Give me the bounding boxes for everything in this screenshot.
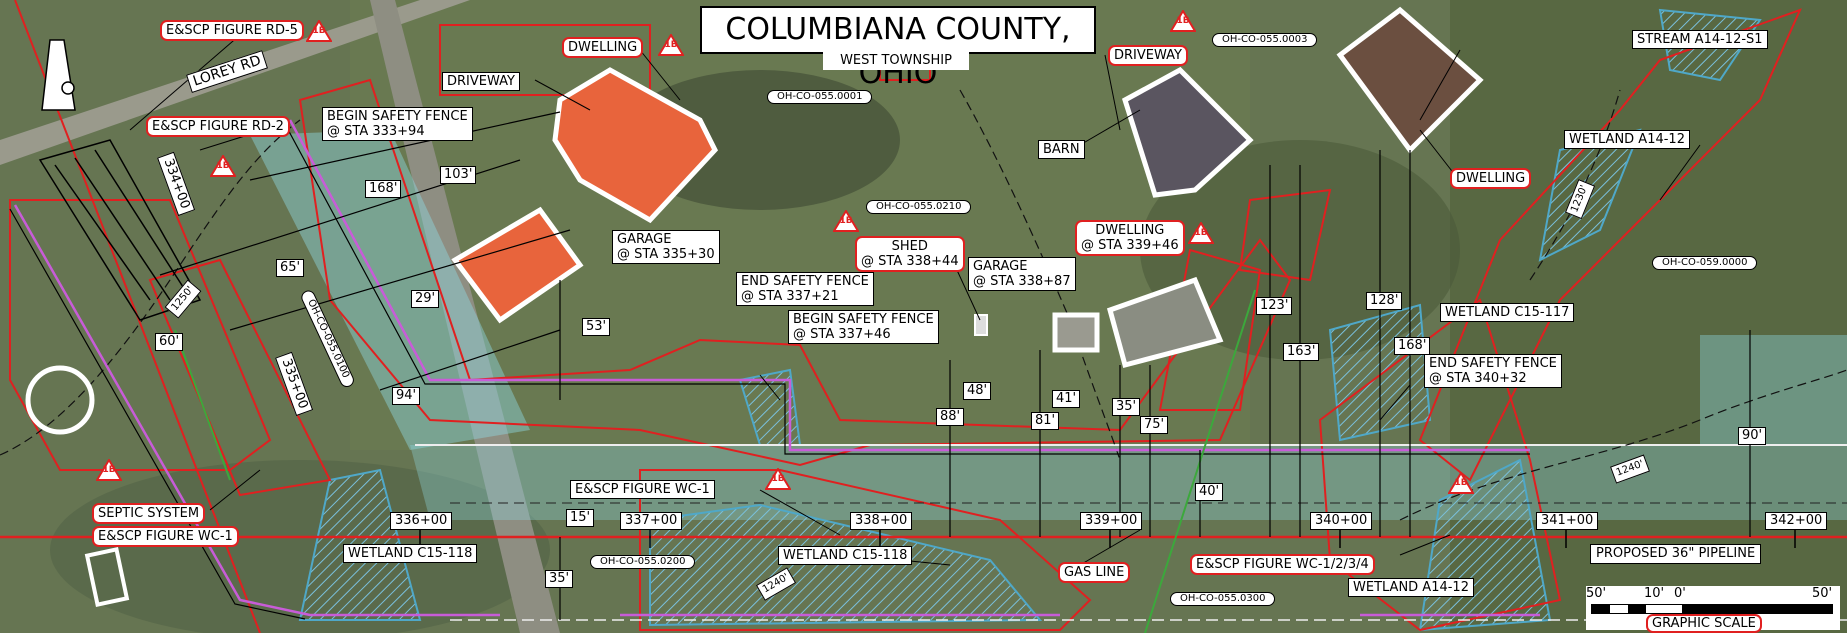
label-wetland-c15-118-left: WETLAND C15-118 <box>343 544 478 563</box>
pipeline-label: PROPOSED 36" PIPELINE <box>1590 544 1762 564</box>
label-escp-wc1-left: E&SCP FIGURE WC-1 <box>92 526 239 547</box>
dimension-label: 60' <box>155 333 184 351</box>
dimension-label: 88' <box>936 408 965 426</box>
dimension-label: 168' <box>365 180 402 198</box>
dimension-label: 29' <box>411 290 440 308</box>
dimension-label: 53' <box>582 318 611 336</box>
dimension-label: 94' <box>392 387 421 405</box>
dimension-label: 40' <box>1195 483 1224 501</box>
dimension-label: 41' <box>1052 390 1081 408</box>
scale-right: 50' <box>1812 586 1833 601</box>
station-label: 337+00 <box>620 512 683 530</box>
label-begin-safety-fence-2: BEGIN SAFETY FENCE @ STA 337+46 <box>788 310 939 344</box>
dimension-label: 75' <box>1140 416 1169 434</box>
revision-badge: 1B <box>209 154 237 177</box>
dimension-label: 65' <box>276 259 305 277</box>
label-escp-rd5: E&SCP FIGURE RD-5 <box>160 20 304 41</box>
dimension-label: 123' <box>1256 297 1293 315</box>
revision-badge: 1B <box>764 467 792 490</box>
label-escp-rd2: E&SCP FIGURE RD-2 <box>146 116 290 137</box>
dimension-label: 103' <box>440 166 477 184</box>
parcel-id: OH-CO-055.0001 <box>767 90 873 104</box>
scale-bar <box>1591 604 1833 614</box>
station-label: 340+00 <box>1310 512 1373 530</box>
label-garage-2: GARAGE @ STA 338+87 <box>968 257 1076 291</box>
dimension-label: 128' <box>1366 292 1403 310</box>
label-wetland-a14-12-bottom: WETLAND A14-12 <box>1348 578 1474 597</box>
station-label: 339+00 <box>1080 512 1143 530</box>
label-barn: BARN <box>1038 140 1085 159</box>
graphic-scale: 50' 10' 0' 50' GRAPHIC SCALE <box>1586 586 1840 633</box>
scale-caption: GRAPHIC SCALE <box>1646 614 1762 633</box>
label-dwelling-2: DWELLING @ STA 339+46 <box>1075 220 1185 256</box>
label-driveway-2: DRIVEWAY <box>1108 45 1188 66</box>
station-label: 342+00 <box>1765 512 1828 530</box>
label-driveway-1: DRIVEWAY <box>442 72 520 91</box>
revision-badge: 1B <box>1169 9 1197 32</box>
label-end-safety-fence-2: END SAFETY FENCE @ STA 340+32 <box>1424 354 1562 388</box>
label-dwelling-1: DWELLING <box>562 37 644 58</box>
dimension-label: 163' <box>1283 343 1320 361</box>
dimension-label: 168' <box>1394 337 1431 355</box>
dimension-label: 48' <box>963 382 992 400</box>
station-label: 336+00 <box>390 512 453 530</box>
parcel-id: OH-CO-059.0000 <box>1652 256 1758 270</box>
label-garage-1: GARAGE @ STA 335+30 <box>612 230 720 264</box>
label-begin-safety-fence-1: BEGIN SAFETY FENCE @ STA 333+94 <box>322 107 473 141</box>
parcel-id: OH-CO-055.0003 <box>1212 33 1318 47</box>
dimension-label: 81' <box>1031 412 1060 430</box>
revision-badge: 1B <box>1447 471 1475 494</box>
revision-badge: 1B <box>1187 221 1215 244</box>
label-escp-wc1-mid: E&SCP FIGURE WC-1 <box>570 480 715 499</box>
label-shed: SHED @ STA 338+44 <box>855 236 965 272</box>
scale-mid2: 0' <box>1674 586 1686 601</box>
revision-badge: 1B <box>832 209 860 232</box>
label-wetland-c15-118-mid: WETLAND C15-118 <box>778 546 913 565</box>
dimension-label: 15' <box>566 509 595 527</box>
label-stream: STREAM A14-12-S1 <box>1632 30 1768 49</box>
parcel-id: OH-CO-055.0200 <box>590 555 696 569</box>
parcel-id: OH-CO-055.0210 <box>866 200 972 214</box>
revision-badge: 1B <box>305 19 333 42</box>
dimension-label: 90' <box>1738 427 1767 445</box>
station-label: 338+00 <box>850 512 913 530</box>
scale-left: 50' <box>1586 586 1607 601</box>
dimension-label: 35' <box>1112 398 1141 416</box>
parcel-id: OH-CO-055.0300 <box>1170 592 1276 606</box>
revision-badge: 1B <box>657 33 685 56</box>
label-wetland-c15-117: WETLAND C15-117 <box>1440 303 1575 322</box>
label-dwelling-3: DWELLING <box>1450 168 1532 189</box>
dimension-label: 35' <box>545 570 574 588</box>
label-escp-wc1234: E&SCP FIGURE WC-1/2/3/4 <box>1190 554 1375 575</box>
label-end-safety-fence-1: END SAFETY FENCE @ STA 337+21 <box>736 272 874 306</box>
label-wetland-a14-12-top: WETLAND A14-12 <box>1564 130 1690 149</box>
revision-badge: 1B <box>95 458 123 481</box>
scale-mid1: 10' <box>1644 586 1665 601</box>
map-subtitle: WEST TOWNSHIP <box>823 52 969 70</box>
label-gas-line: GAS LINE <box>1058 562 1131 583</box>
station-label: 341+00 <box>1536 512 1599 530</box>
map-title: COLUMBIANA COUNTY, OHIO <box>700 6 1096 91</box>
label-septic-system: SEPTIC SYSTEM <box>92 503 206 524</box>
